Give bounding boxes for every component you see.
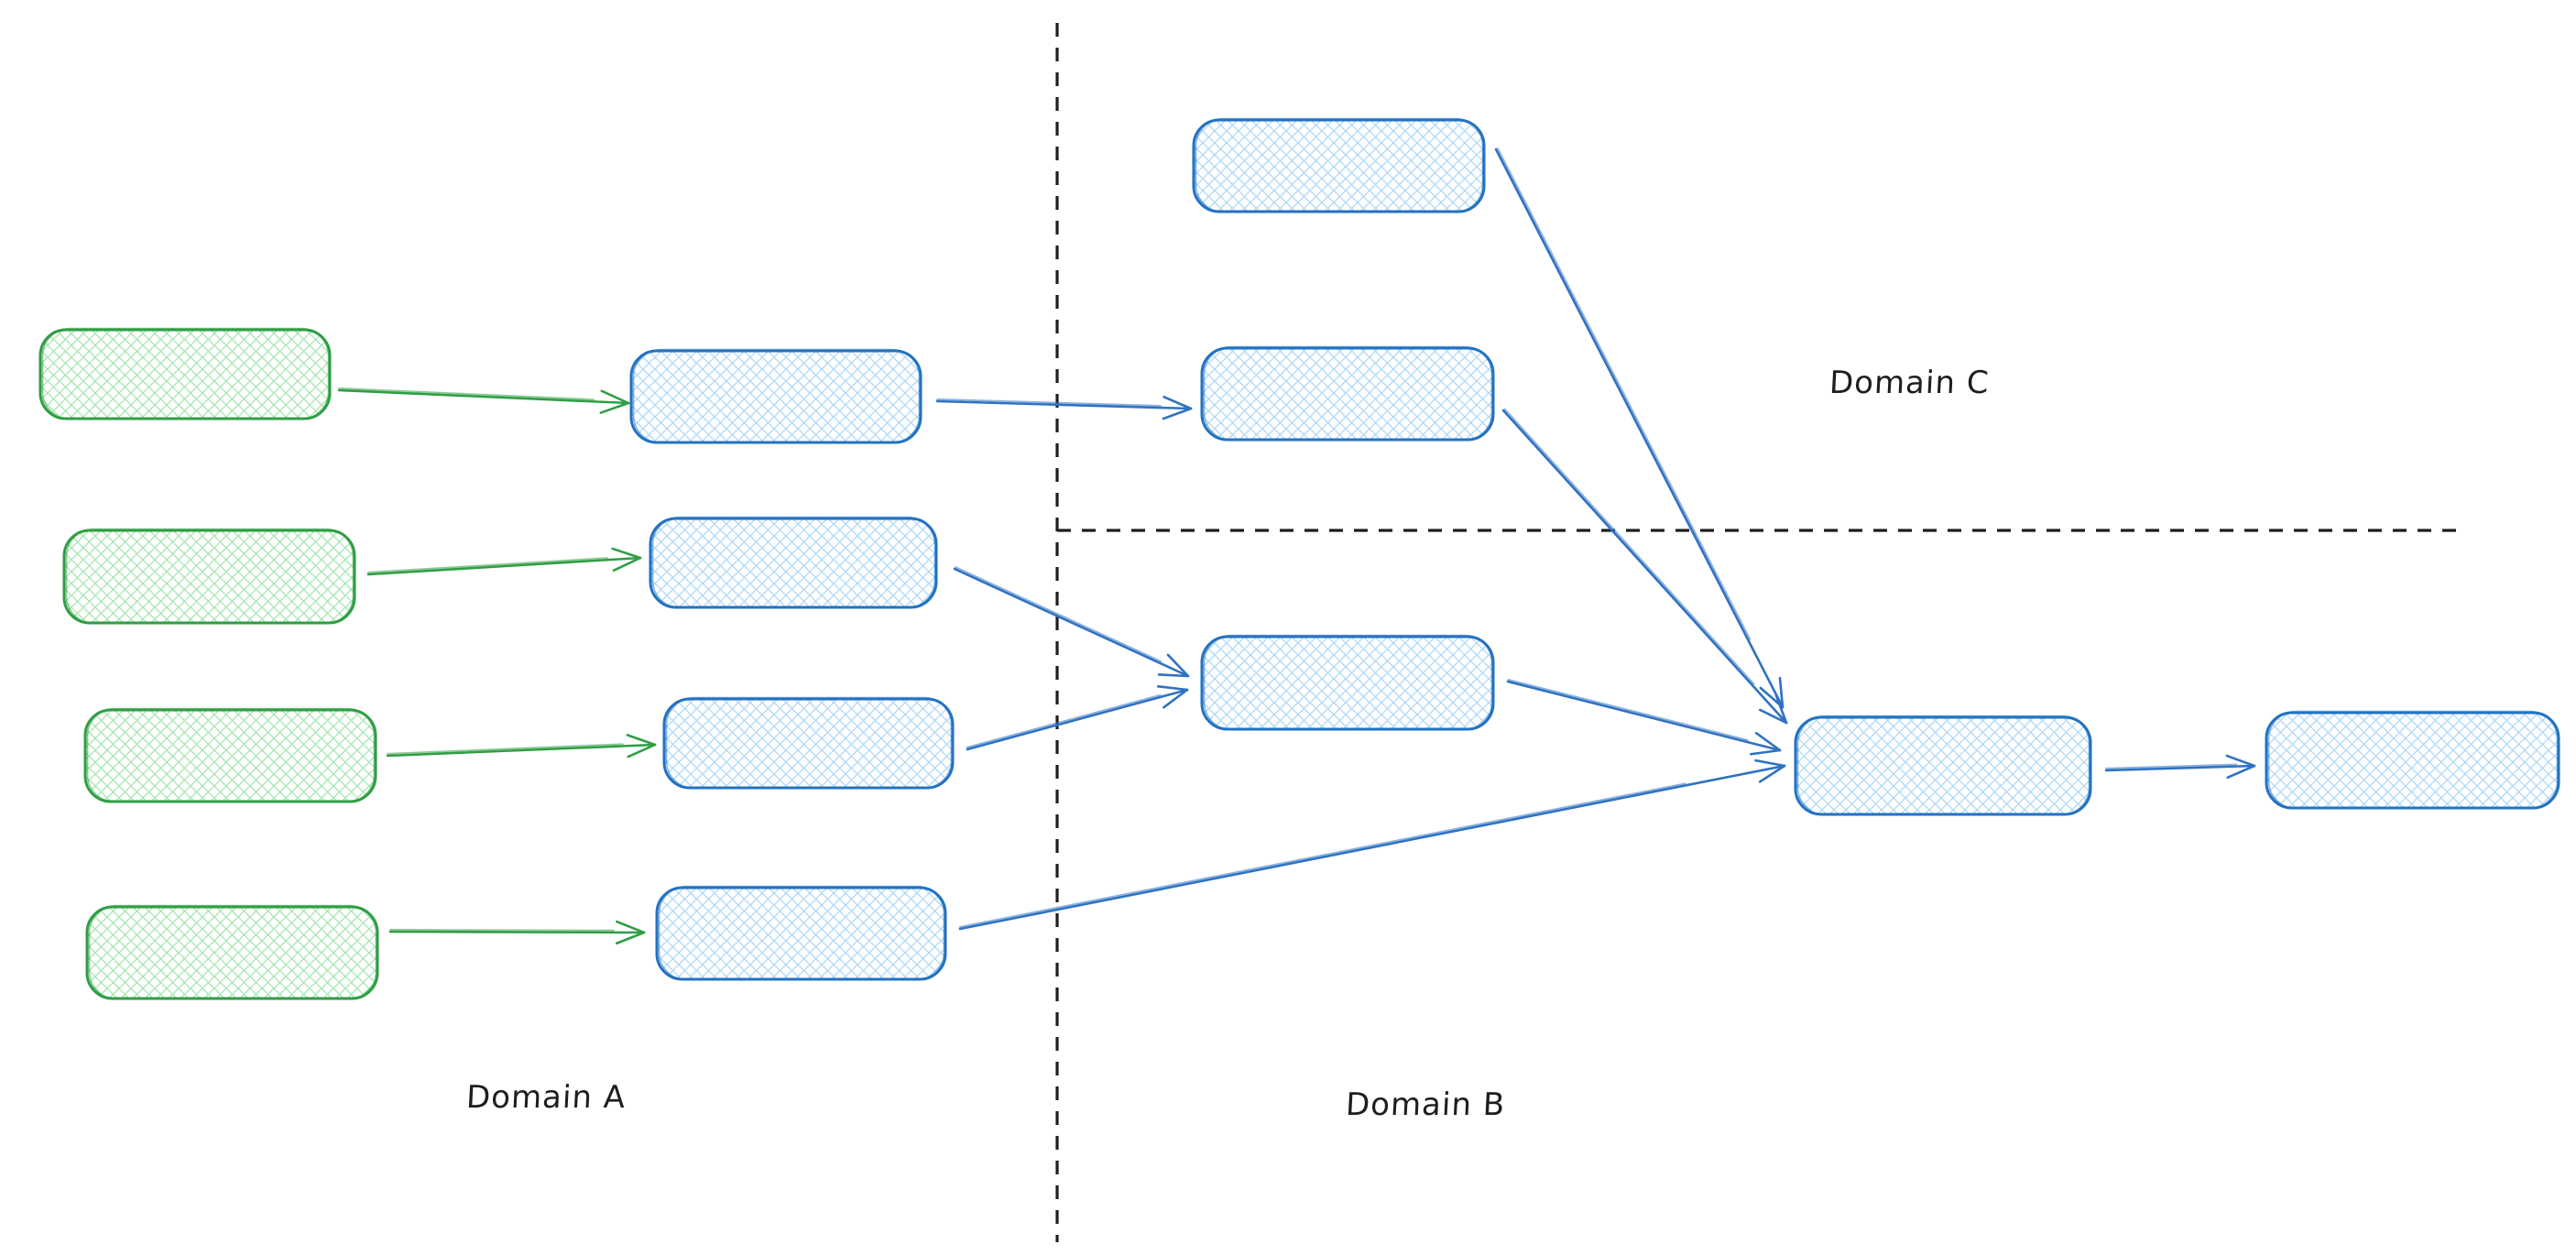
edge-a-source-4-to-a-stage-4 xyxy=(388,920,646,945)
node-a-stage-4 xyxy=(655,885,947,981)
node-b-top-2 xyxy=(1200,345,1495,442)
edge-b-hub-to-b-output xyxy=(2104,754,2256,780)
edge-a-source-1-to-a-stage-1 xyxy=(337,387,630,414)
node-b-output xyxy=(2265,710,2560,810)
edge-a-source-3-to-a-stage-3 xyxy=(386,734,657,758)
node-a-source-4 xyxy=(85,904,379,1000)
node-a-source-1 xyxy=(38,327,332,420)
edge-b-top-2-to-b-hub xyxy=(1501,408,1788,725)
node-b-top-1 xyxy=(1192,117,1486,213)
edge-a-stage-3-to-b-middle xyxy=(966,685,1189,751)
edge-a-source-2-to-a-stage-2 xyxy=(366,547,642,576)
edge-a-stage-1-to-b-top-2 xyxy=(935,395,1193,420)
domain-c-label: Domain C xyxy=(1828,365,1991,401)
node-a-source-3 xyxy=(83,707,377,803)
domain-a-label: Domain A xyxy=(464,1079,628,1116)
node-a-source-2 xyxy=(62,528,356,625)
edge-a-stage-2-to-b-middle xyxy=(953,566,1190,678)
domain-b-label: Domain B xyxy=(1344,1086,1507,1123)
node-b-hub xyxy=(1794,715,2092,816)
node-a-stage-3 xyxy=(662,696,955,790)
edge-a-stage-4-to-b-hub xyxy=(958,758,1786,931)
node-a-stage-2 xyxy=(649,516,938,609)
node-a-stage-1 xyxy=(629,348,922,444)
edge-b-middle-to-b-hub xyxy=(1506,678,1782,756)
node-b-middle xyxy=(1200,634,1495,731)
edge-b-top-1-to-b-hub xyxy=(1494,147,1785,709)
